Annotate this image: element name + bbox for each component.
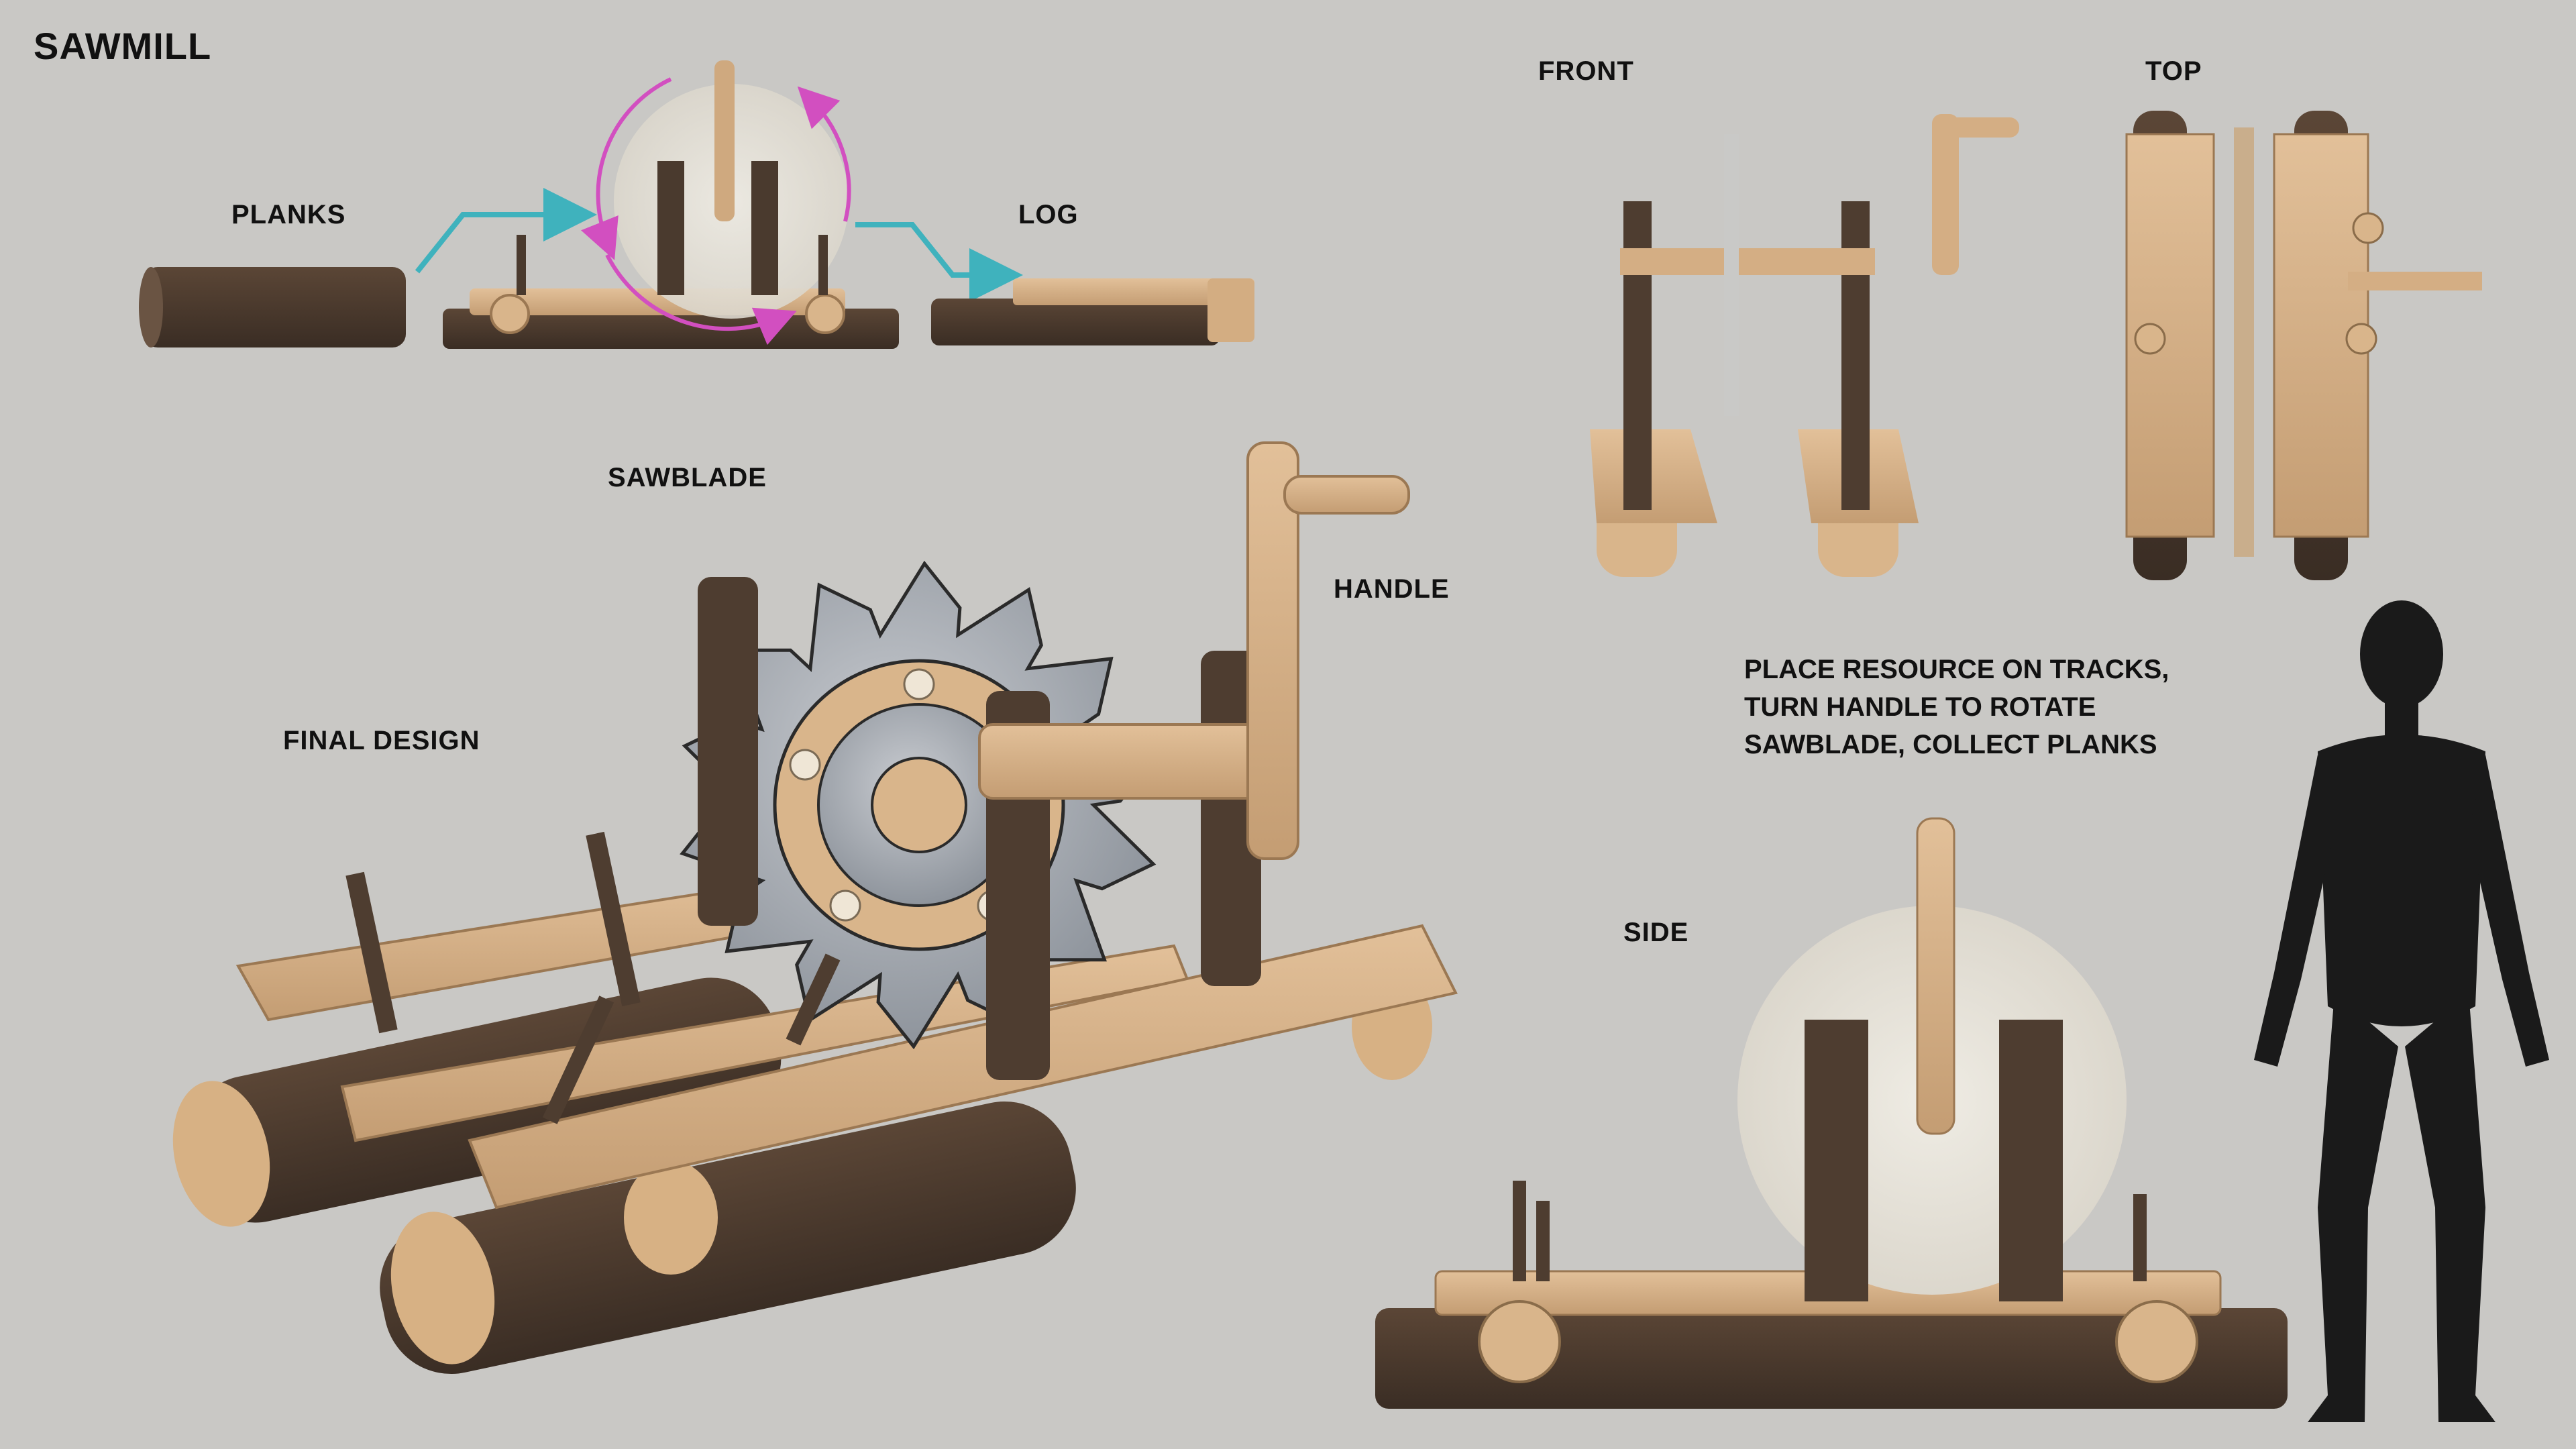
- sawblade-label: SAWBLADE: [608, 463, 767, 492]
- instruction-line-2: TURN HANDLE TO ROTATE: [1744, 692, 2096, 722]
- input-log-illustration: [139, 267, 406, 347]
- flow-arrow-in: [415, 188, 597, 274]
- side-view-label: SIDE: [1623, 918, 1689, 947]
- instruction-line-1: PLACE RESOURCE ON TRACKS,: [1744, 655, 2169, 684]
- instruction-line-3: SAWBLADE, COLLECT PLANKS: [1744, 730, 2157, 759]
- handle-label: HANDLE: [1334, 574, 1450, 604]
- rotation-arrow-right: [797, 86, 851, 222]
- log-label: LOG: [1018, 200, 1079, 229]
- final-design-render: [172, 441, 1458, 1375]
- usage-instructions: PLACE RESOURCE ON TRACKS, TURN HANDLE TO…: [1744, 651, 2169, 763]
- human-scale-silhouette: [2254, 600, 2549, 1422]
- top-view-label: TOP: [2145, 56, 2202, 86]
- front-view-label: FRONT: [1538, 56, 1634, 86]
- rotation-arrow-left: [581, 77, 672, 260]
- output-planks-illustration: [931, 278, 1254, 345]
- mini-sawmill-illustration: [443, 60, 899, 349]
- front-view-render: [1590, 114, 2019, 577]
- side-view-render: [1375, 817, 2288, 1409]
- flow-arrow-out: [855, 222, 1023, 302]
- rotation-arrow-bottom: [605, 254, 797, 345]
- planks-label: PLANKS: [231, 200, 346, 229]
- page-title: SAWMILL: [34, 25, 212, 67]
- final-design-label: FINAL DESIGN: [283, 726, 480, 755]
- top-view-render: [2125, 111, 2482, 580]
